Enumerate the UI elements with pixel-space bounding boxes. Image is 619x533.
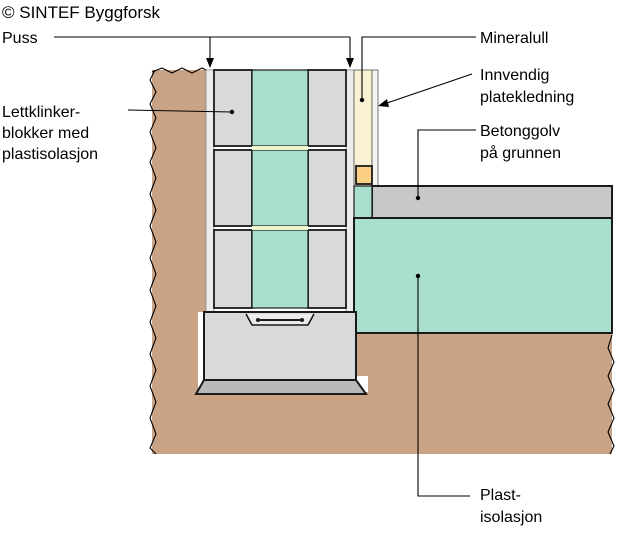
soil — [152, 70, 612, 454]
label-puss: Puss — [2, 30, 38, 47]
arrow-puss-outer — [206, 58, 214, 68]
ground-insulation — [353, 217, 613, 334]
block-left-2 — [213, 149, 253, 227]
leader-lettklinker — [127, 109, 233, 113]
label-mineralull: Mineralull — [480, 30, 548, 47]
concrete-floor — [371, 185, 613, 219]
block-insulation-3 — [251, 229, 309, 309]
leader-plast — [417, 276, 470, 497]
plaster-outer — [205, 69, 215, 313]
label-betong-2: på grunnen — [480, 144, 561, 162]
leaders — [54, 36, 476, 497]
plaster-inner — [345, 69, 355, 313]
label-plast-1: Plast- — [480, 487, 521, 504]
mortar-joint-1 — [252, 146, 308, 150]
copyright-text: © SINTEF Byggforsk — [2, 3, 161, 22]
block-left-1 — [213, 69, 253, 147]
label-betong-1: Betonggolv — [480, 123, 560, 140]
block-wall — [213, 69, 347, 309]
rebar-right — [300, 318, 304, 322]
block-insulation-2 — [251, 149, 309, 227]
label-lettklinker-2: blokker med — [2, 125, 89, 142]
mortar-joint-2 — [252, 226, 308, 230]
footing — [194, 379, 368, 395]
label-innvendig-2: platekledning — [480, 89, 574, 106]
label-lettklinker-1: Lettklinker- — [2, 104, 80, 121]
dot-mineralull — [359, 97, 365, 103]
rebar-left — [256, 318, 260, 322]
leader-innvendig — [383, 73, 473, 105]
dot-betong — [415, 195, 421, 201]
soil-edge-right — [607, 334, 615, 455]
slab-edge-insulation — [353, 185, 373, 219]
block-right-2 — [307, 149, 347, 227]
label-lettklinker-3: plastisolasjon — [2, 146, 98, 163]
label-plast-2: isolasjon — [480, 509, 542, 526]
block-right-3 — [307, 229, 347, 309]
block-insulation-1 — [251, 69, 309, 147]
arrow-puss-inner — [346, 58, 354, 68]
leader-betong — [417, 129, 476, 198]
dot-lettklinker — [229, 109, 235, 115]
block-right-1 — [307, 69, 347, 147]
block-left-3 — [213, 229, 253, 309]
label-innvendig-1: Innvendig — [480, 67, 549, 84]
arrow-innvendig — [378, 99, 389, 107]
edge-strip — [355, 165, 373, 185]
dot-plast — [415, 273, 421, 279]
leader-mineralull — [361, 36, 476, 100]
soil-edge-top — [151, 67, 209, 74]
soil-edge-left — [149, 69, 157, 455]
